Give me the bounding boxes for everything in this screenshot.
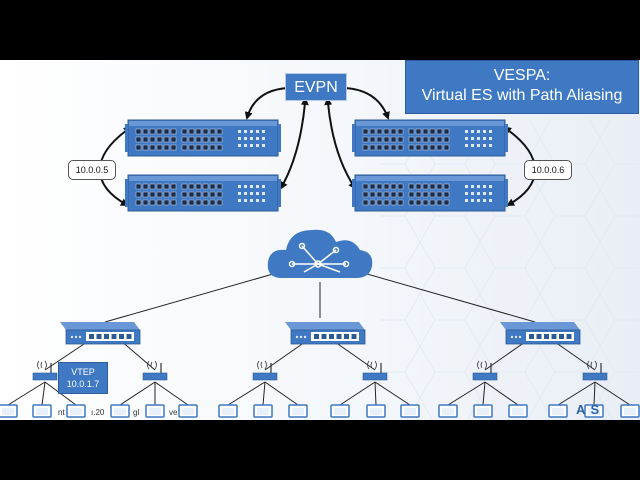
laptop-icon bbox=[508, 404, 528, 418]
spine-switches bbox=[125, 119, 508, 212]
title-line1: VESPA: bbox=[493, 67, 551, 84]
laptop-icon bbox=[620, 404, 640, 418]
laptop-icon bbox=[145, 404, 165, 418]
laptop-icon bbox=[218, 404, 238, 418]
logo-fragment: A S bbox=[576, 402, 601, 417]
evpn-label: EVPN bbox=[285, 73, 347, 101]
vtep-box: VTEP 10.0.1.7 bbox=[58, 362, 108, 394]
title-box: VESPA: Virtual ES with Path Aliasing bbox=[405, 60, 639, 114]
laptop-icon bbox=[366, 404, 386, 418]
laptop-icon bbox=[288, 404, 308, 418]
laptop-icon bbox=[0, 404, 18, 418]
wireless-access-point-icon bbox=[472, 360, 498, 381]
laptop-icon bbox=[548, 404, 568, 418]
title-line2: Virtual ES with Path Aliasing bbox=[421, 87, 623, 104]
laptop-icon bbox=[473, 404, 493, 418]
rack-switch-icon bbox=[352, 174, 508, 212]
vtep-line2: 10.0.1.7 bbox=[66, 379, 100, 389]
wireless-access-point-icon bbox=[142, 360, 168, 381]
arrow-evpn-switch-b bbox=[280, 97, 309, 190]
network-diagram bbox=[0, 84, 640, 420]
vtep-line1: VTEP bbox=[71, 367, 95, 377]
laptop-icon bbox=[32, 404, 52, 418]
access-points bbox=[32, 360, 608, 381]
ip-label-right: 10.0.0.6 bbox=[524, 160, 572, 180]
laptops bbox=[0, 404, 640, 418]
laptop-icon bbox=[438, 404, 458, 418]
laptop-icon bbox=[110, 404, 130, 418]
wireless-access-point-icon bbox=[582, 360, 608, 381]
slide: VESPA: Virtual ES with Path Aliasing EVP… bbox=[0, 60, 640, 420]
text-fragment-4: ve bbox=[169, 408, 178, 417]
arrow-evpn-switch-c bbox=[339, 84, 390, 120]
laptop-icon bbox=[584, 404, 604, 418]
laptop-icon bbox=[178, 404, 198, 418]
text-fragment-2: ı.20 bbox=[91, 408, 105, 417]
leaf-switches bbox=[60, 322, 581, 345]
link-cloud-leaf-1 bbox=[104, 271, 281, 323]
rack-switch-icon bbox=[125, 174, 281, 212]
laptop-icon bbox=[66, 404, 86, 418]
arrow-evpn-switch-a bbox=[244, 84, 294, 120]
leaf-switch-icon bbox=[500, 322, 581, 345]
link-cloud-leaf-3 bbox=[359, 271, 536, 323]
rack-switch-icon bbox=[125, 119, 281, 157]
wireless-access-point-icon bbox=[252, 360, 278, 381]
wireless-access-point-icon bbox=[362, 360, 388, 381]
rack-switch-icon bbox=[352, 119, 508, 157]
text-fragment-1: nt bbox=[58, 408, 65, 417]
ap-laptop-links bbox=[7, 381, 631, 406]
leaf-switch-icon bbox=[60, 322, 141, 345]
leaf-switch-icon bbox=[285, 322, 366, 345]
ip-label-left: 10.0.0.5 bbox=[68, 160, 116, 180]
network-cloud-icon bbox=[267, 229, 373, 278]
arrow-evpn-switch-d bbox=[324, 97, 357, 190]
text-fragment-3: gl bbox=[133, 408, 140, 417]
laptop-icon bbox=[330, 404, 350, 418]
laptop-icon bbox=[253, 404, 273, 418]
wireless-access-point-icon bbox=[32, 360, 58, 381]
laptop-icon bbox=[400, 404, 420, 418]
